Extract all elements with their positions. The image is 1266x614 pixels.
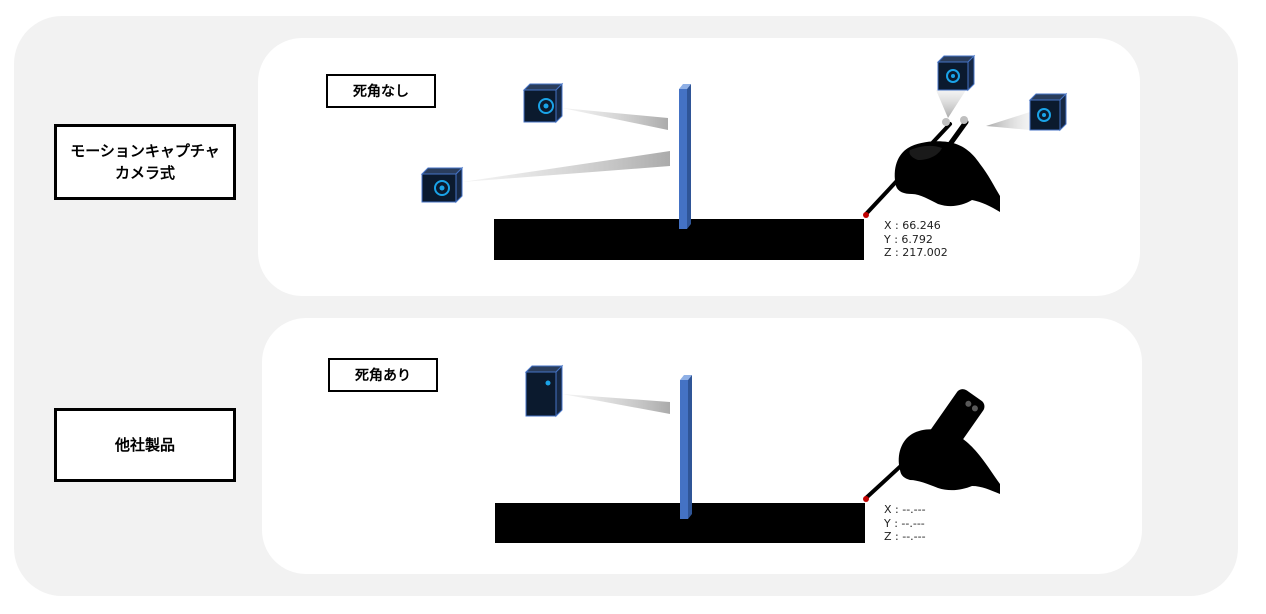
camera-icon xyxy=(936,54,976,92)
camera-icon xyxy=(420,166,464,204)
camera-icon xyxy=(524,364,564,418)
category-label-motion-capture: モーションキャプチャ カメラ式 xyxy=(54,124,236,200)
camera-beam xyxy=(986,112,1030,130)
occluding-wall xyxy=(679,84,691,229)
coordinate-readout: X : 66.246 Y : 6.792 Z : 217.002 xyxy=(884,219,948,260)
tag-blind-spot: 死角あり xyxy=(328,358,438,392)
hand-with-stylus-icon xyxy=(863,116,1000,218)
coordinate-z: Z : --.--- xyxy=(884,530,926,543)
category-label-line-1: 他社製品 xyxy=(114,436,175,454)
coordinate-y: Y : 6.792 xyxy=(884,232,933,246)
smartphone-probe-icon xyxy=(863,389,1000,502)
category-label-other-products: 他社製品 xyxy=(54,408,236,482)
stylus-tip xyxy=(863,496,869,502)
camera-beam xyxy=(562,108,668,130)
category-label-line-2: カメラ式 xyxy=(114,164,175,182)
coordinate-x: X : --.--- xyxy=(884,503,926,516)
coordinate-z: Z : 217.002 xyxy=(884,246,948,259)
tag-no-blind-spot: 死角なし xyxy=(326,74,436,108)
camera-icon xyxy=(522,82,564,124)
camera-beam xyxy=(936,90,966,118)
stylus-tip xyxy=(863,212,869,218)
coordinate-y: Y : --.--- xyxy=(884,516,925,530)
category-label-line-1: モーションキャプチャ xyxy=(70,142,220,160)
camera-beam xyxy=(562,394,670,414)
camera-beam xyxy=(462,151,670,182)
occluding-wall xyxy=(680,375,692,519)
camera-icon xyxy=(1028,92,1068,132)
coordinate-x: X : 66.246 xyxy=(884,219,941,232)
coordinate-readout: X : --.--- Y : --.--- Z : --.--- xyxy=(884,503,926,544)
